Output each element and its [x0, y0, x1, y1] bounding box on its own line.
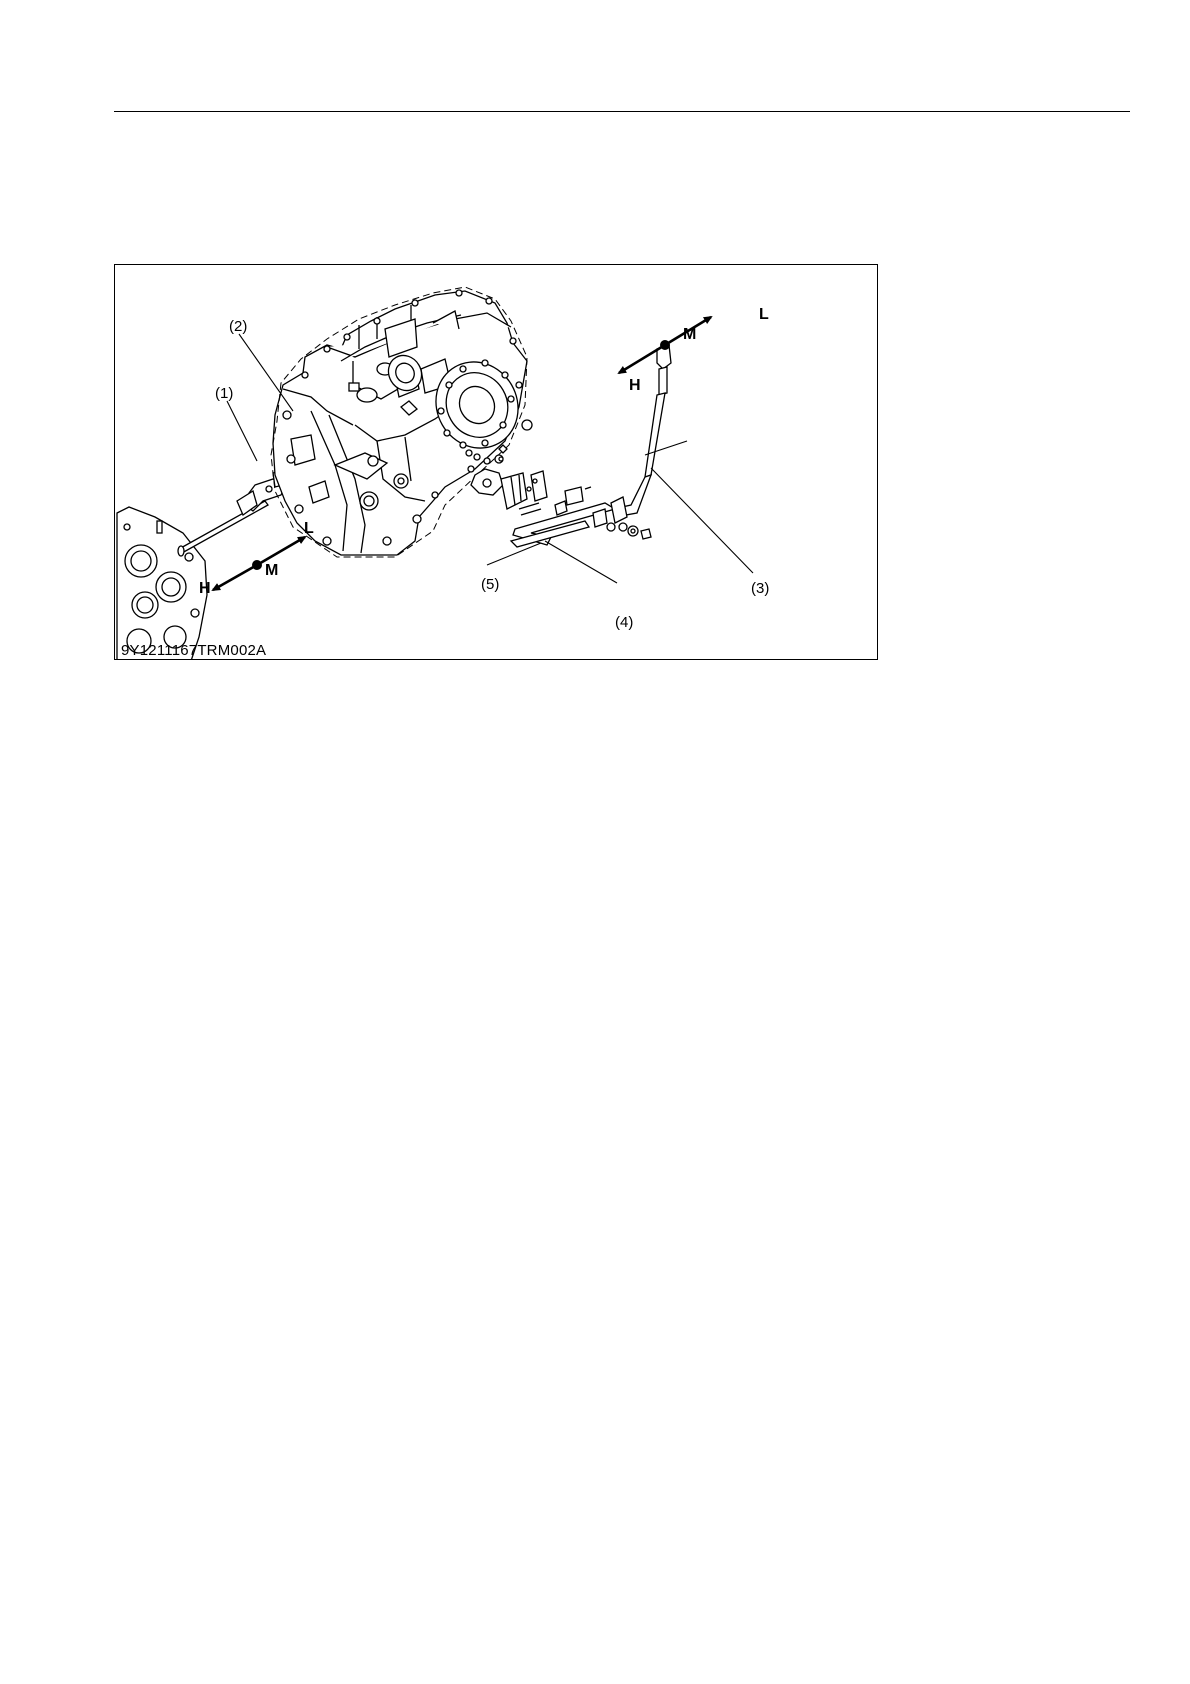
figure-code: 9Y1211167TRM002A	[121, 643, 266, 658]
shift-left-h-label: H	[199, 581, 211, 597]
shift-left-m-label: M	[265, 563, 278, 579]
shift-right-l-label: L	[759, 307, 769, 323]
shift-right-m-label: M	[683, 327, 696, 343]
callout-3: (3)	[751, 581, 769, 596]
callout-1: (1)	[215, 386, 233, 401]
callout-5: (5)	[481, 577, 499, 592]
front-housing-drawing	[117, 507, 207, 660]
transmission-case-drawing	[273, 290, 534, 555]
header-rule	[114, 111, 1130, 112]
callout-2: (2)	[229, 319, 247, 334]
shift-right-h-label: H	[629, 378, 641, 394]
shift-left-l-label: L	[304, 521, 314, 537]
range-shift-lever-drawing	[593, 345, 671, 539]
exploded-view-figure: (2) (1) (3) (4) (5) H M L H M L 9Y121116…	[114, 264, 878, 660]
callout-4: (4)	[615, 615, 633, 630]
detent-plate-drawing	[466, 445, 547, 515]
